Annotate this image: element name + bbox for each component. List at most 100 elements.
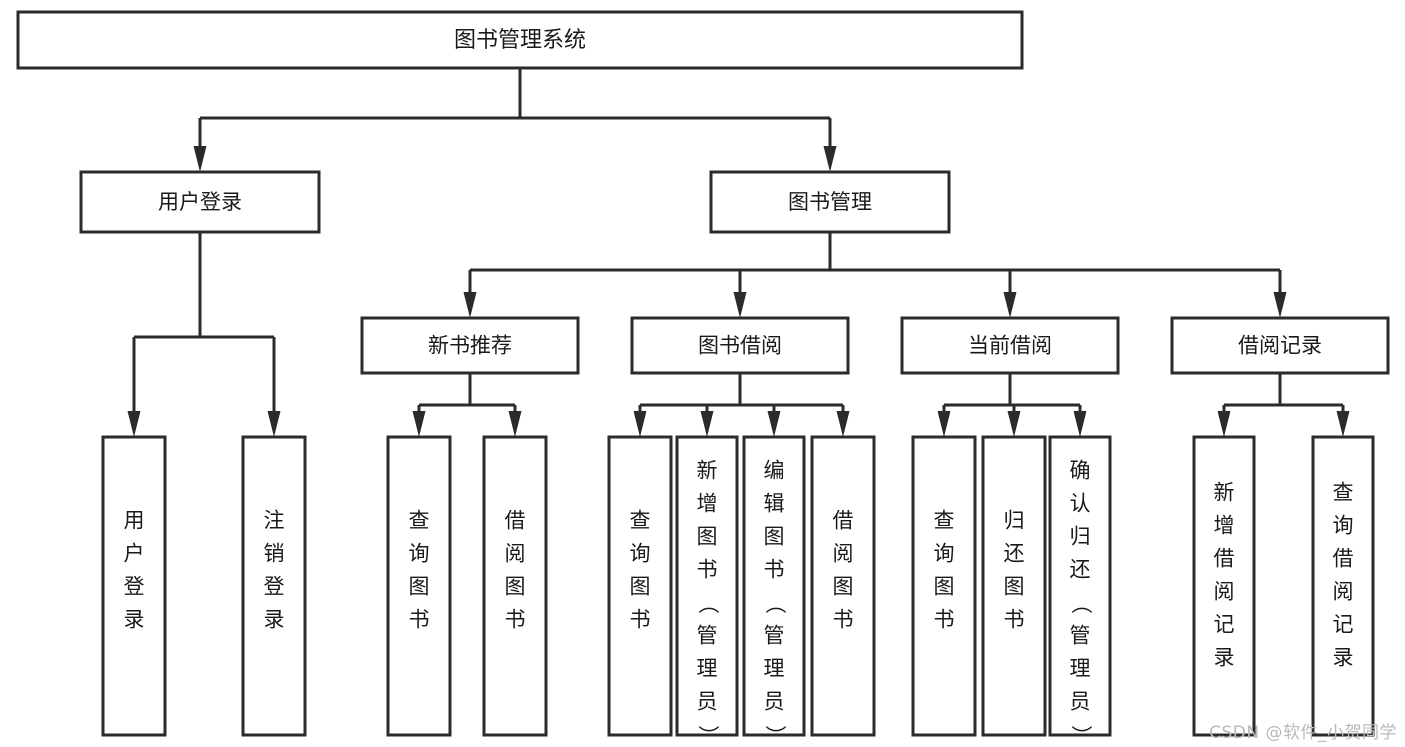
node-root[interactable]: 图书管理系统	[16, 10, 1024, 70]
node-label-bookmgmt: 图书管理	[788, 190, 872, 214]
svg-text:书: 书	[833, 608, 854, 632]
svg-text:户: 户	[124, 542, 145, 566]
svg-text:书: 书	[934, 608, 955, 632]
svg-text:注: 注	[264, 509, 285, 533]
node-leaf1[interactable]: 用户登录	[101, 435, 167, 737]
svg-text:借: 借	[505, 509, 526, 533]
svg-text:管: 管	[697, 624, 718, 648]
node-newbook[interactable]: 新书推荐	[360, 316, 580, 375]
svg-text:图: 图	[764, 525, 785, 549]
svg-text:查: 查	[409, 509, 430, 533]
svg-text:查: 查	[934, 509, 955, 533]
svg-text:询: 询	[409, 542, 430, 566]
node-box-leaf3	[386, 435, 452, 737]
csdn-watermark: CSDN @软件_小贺同学	[1209, 723, 1397, 743]
node-records[interactable]: 借阅记录	[1170, 316, 1390, 375]
svg-text:询: 询	[934, 542, 955, 566]
svg-text:（: （	[1069, 593, 1093, 614]
svg-text:阅: 阅	[505, 542, 526, 566]
svg-text:管: 管	[764, 624, 785, 648]
node-box-leaf4	[482, 435, 548, 737]
connector-current	[937, 373, 1087, 437]
svg-text:归: 归	[1004, 509, 1025, 533]
node-box-borrow	[630, 316, 850, 375]
svg-text:书: 书	[1004, 608, 1025, 632]
node-label-records: 借阅记录	[1238, 334, 1322, 358]
svg-text:理: 理	[1070, 657, 1091, 681]
node-box-login	[79, 170, 321, 234]
svg-text:书: 书	[505, 608, 526, 632]
svg-text:阅: 阅	[1333, 580, 1354, 604]
svg-text:书: 书	[764, 558, 785, 582]
svg-text:辑: 辑	[764, 492, 785, 516]
svg-text:图: 图	[1004, 575, 1025, 599]
svg-text:借: 借	[833, 509, 854, 533]
node-box-newbook	[360, 316, 580, 375]
node-box-records	[1170, 316, 1390, 375]
svg-text:记: 记	[1214, 613, 1235, 637]
svg-text:还: 还	[1070, 558, 1091, 582]
svg-text:录: 录	[1214, 646, 1235, 670]
svg-text:理: 理	[764, 657, 785, 681]
node-box-leaf12	[1192, 435, 1256, 737]
node-box-leaf11	[1048, 435, 1112, 737]
node-login[interactable]: 用户登录	[79, 170, 321, 234]
svg-text:书: 书	[630, 608, 651, 632]
svg-text:员: 员	[764, 690, 785, 714]
svg-text:借: 借	[1333, 547, 1354, 571]
svg-text:询: 询	[630, 542, 651, 566]
svg-text:录: 录	[124, 608, 145, 632]
svg-text:认: 认	[1070, 492, 1091, 516]
connector-borrow	[633, 373, 850, 437]
svg-text:查: 查	[1333, 481, 1354, 505]
svg-text:图: 图	[630, 575, 651, 599]
svg-text:图: 图	[409, 575, 430, 599]
svg-text:增: 增	[697, 492, 718, 516]
svg-text:图: 图	[833, 575, 854, 599]
node-current[interactable]: 当前借阅	[900, 316, 1120, 375]
node-box-leaf9	[911, 435, 977, 737]
svg-text:书: 书	[697, 558, 718, 582]
svg-text:图: 图	[505, 575, 526, 599]
svg-text:借: 借	[1214, 547, 1235, 571]
svg-text:确: 确	[1070, 459, 1091, 483]
svg-text:还: 还	[1004, 542, 1025, 566]
connector-login	[127, 232, 281, 437]
svg-text:管: 管	[1070, 624, 1091, 648]
svg-text:归: 归	[1070, 525, 1091, 549]
svg-text:）: ）	[1069, 725, 1093, 746]
node-label-leaf1: 用户登录	[124, 509, 145, 632]
svg-text:图: 图	[697, 525, 718, 549]
node-label-current: 当前借阅	[968, 334, 1052, 358]
svg-text:编: 编	[764, 459, 785, 483]
svg-text:登: 登	[264, 575, 285, 599]
node-borrow[interactable]: 图书借阅	[630, 316, 850, 375]
node-box-bookmgmt	[709, 170, 951, 234]
node-layer: 图书管理系统用户登录图书管理新书推荐图书借阅当前借阅借阅记录用户登录注销登录查询…	[16, 10, 1390, 747]
node-box-leaf5	[607, 435, 673, 737]
svg-text:阅: 阅	[1214, 580, 1235, 604]
svg-text:销: 销	[264, 542, 285, 566]
node-bookmgmt[interactable]: 图书管理	[709, 170, 951, 234]
connector-records	[1217, 373, 1350, 437]
node-box-leaf13	[1311, 435, 1375, 737]
svg-text:）: ）	[696, 725, 720, 746]
svg-text:录: 录	[1333, 646, 1354, 670]
